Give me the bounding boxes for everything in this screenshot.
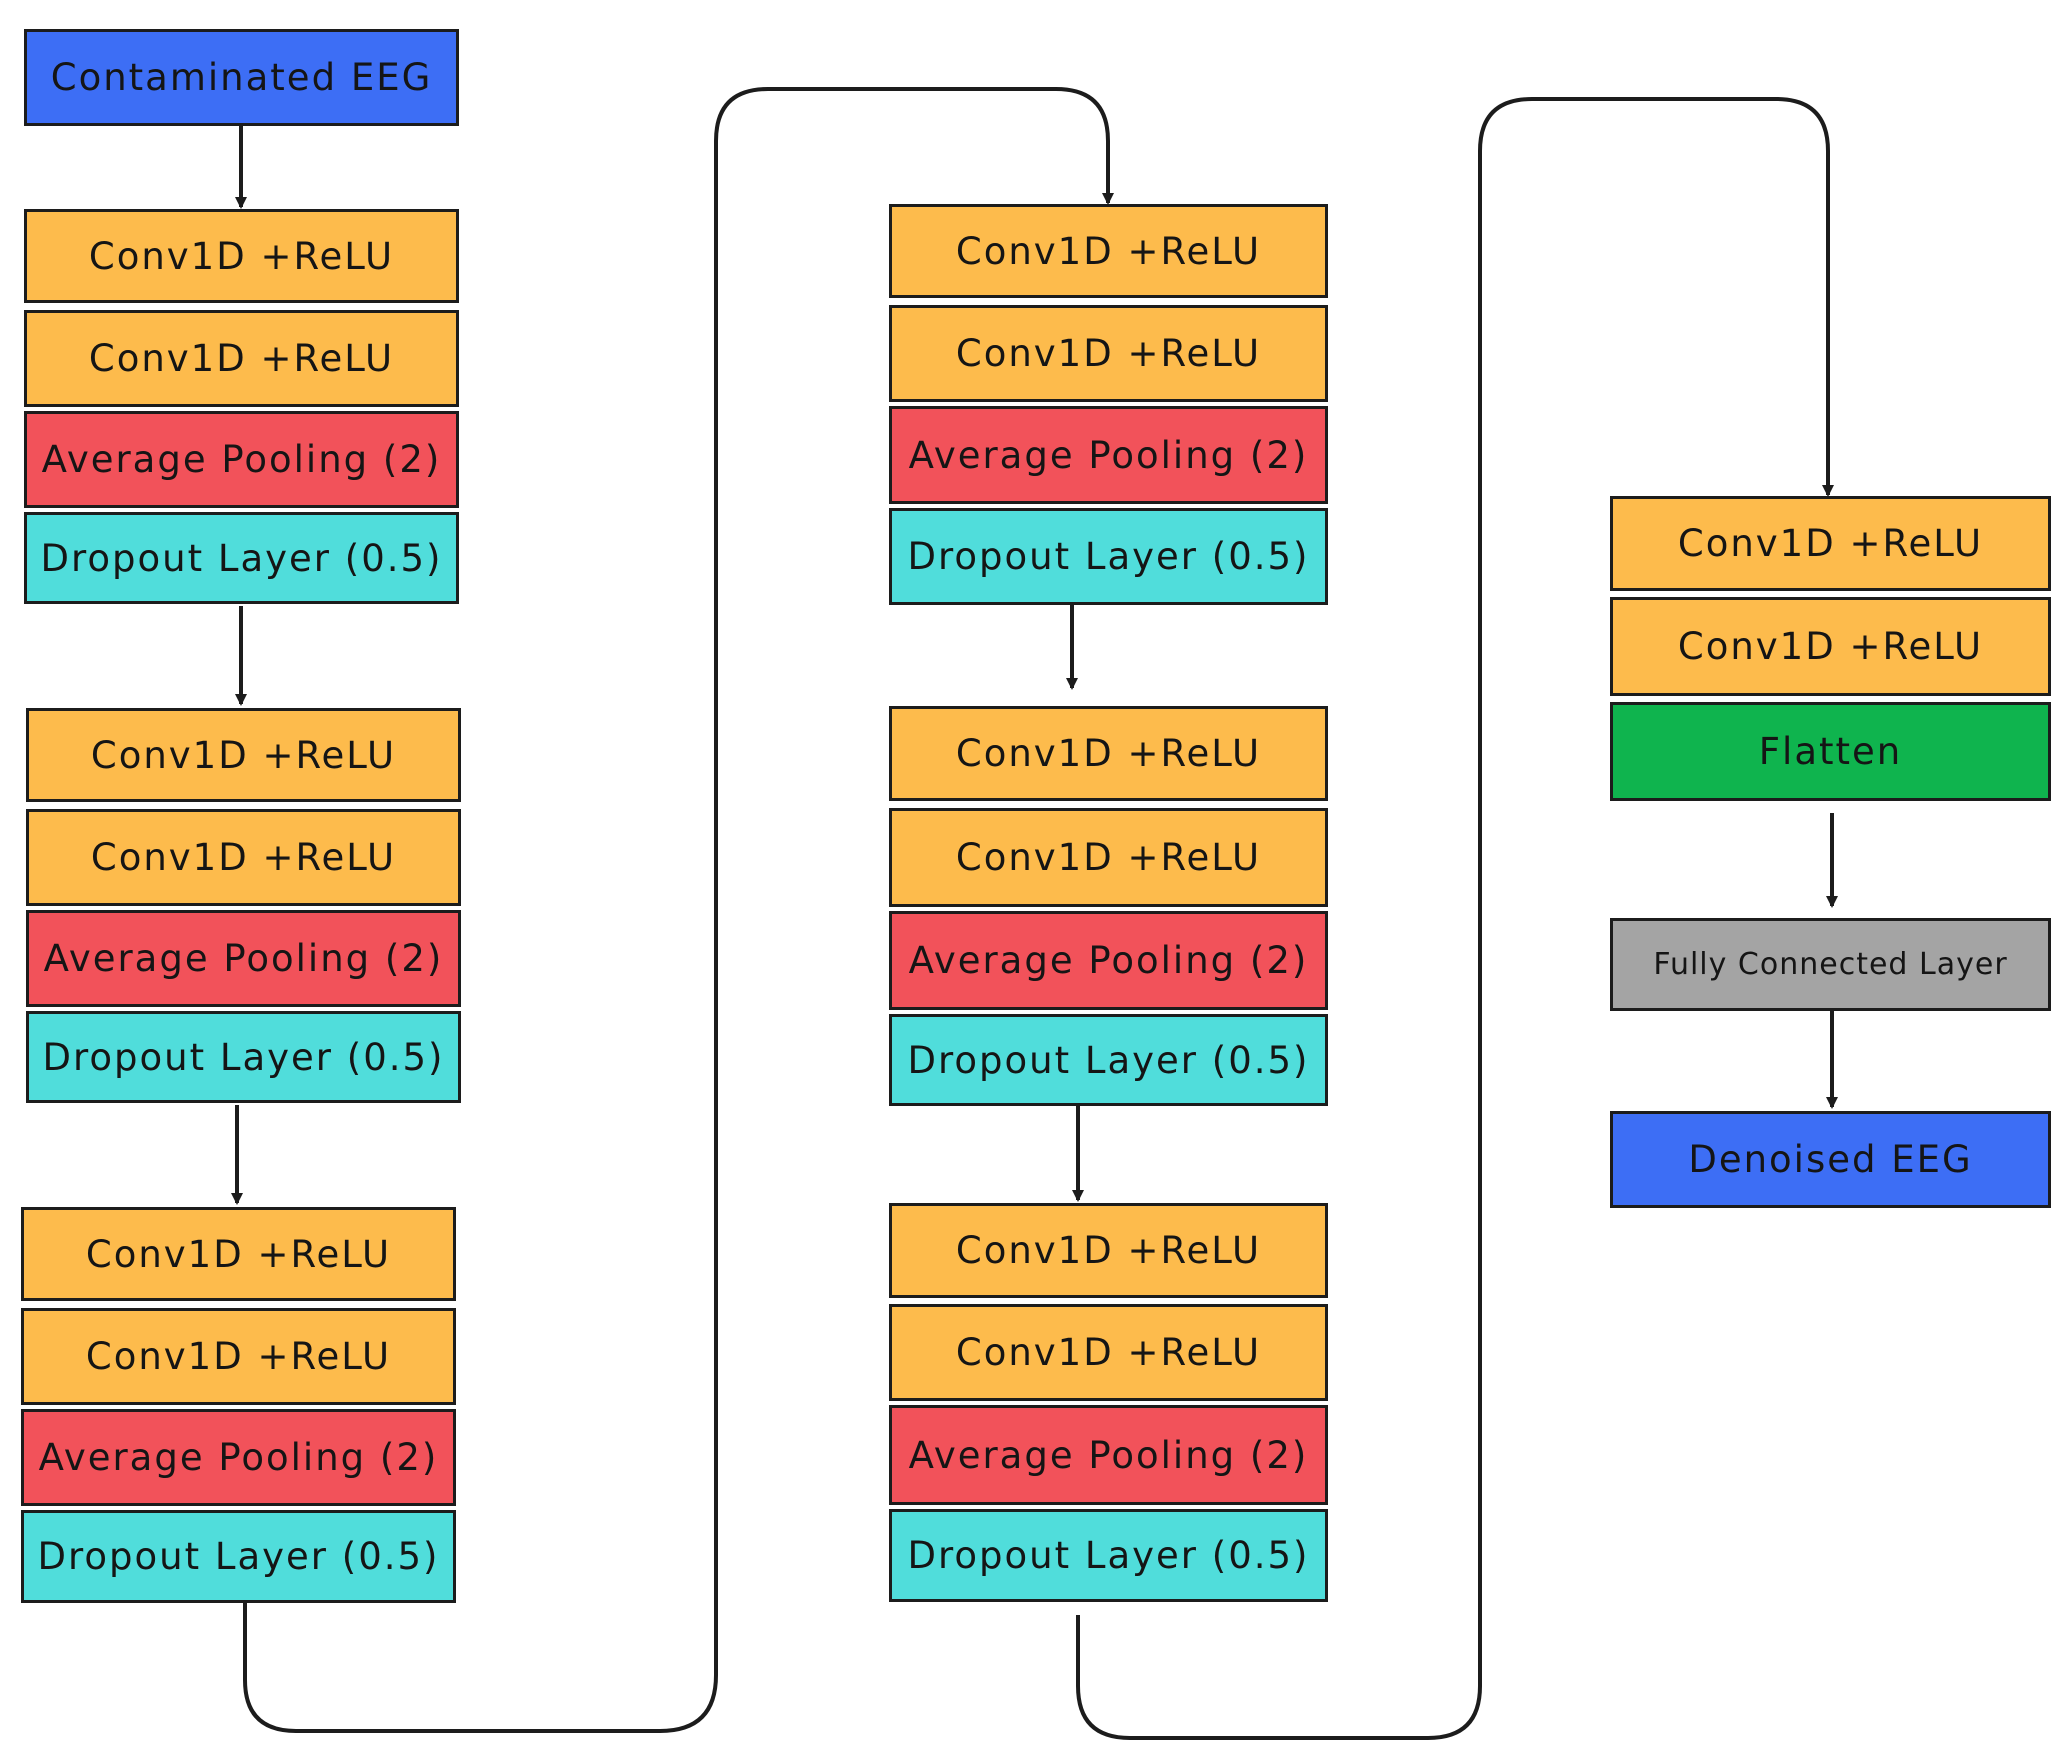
node-label: Contaminated EEG	[50, 56, 433, 99]
node-label: Conv1D +ReLU	[955, 332, 1262, 375]
node-conv1d-relu: Conv1D +ReLU	[889, 305, 1328, 402]
node-label: Conv1D +ReLU	[1677, 625, 1984, 668]
node-conv1d-relu: Conv1D +ReLU	[24, 310, 459, 407]
node-flatten: Flatten	[1610, 702, 2051, 801]
node-conv1d-relu: Conv1D +ReLU	[889, 204, 1328, 298]
node-conv1d-relu: Conv1D +ReLU	[889, 1203, 1328, 1298]
node-conv1d-relu: Conv1D +ReLU	[1610, 496, 2051, 591]
node-conv1d-relu: Conv1D +ReLU	[889, 1304, 1328, 1401]
node-dropout-layer: Dropout Layer (0.5)	[889, 1014, 1328, 1106]
node-label: Average Pooling (2)	[908, 1433, 1309, 1477]
node-dropout-layer: Dropout Layer (0.5)	[24, 512, 459, 604]
node-contaminated-eeg: Contaminated EEG	[24, 29, 459, 126]
node-conv1d-relu: Conv1D +ReLU	[24, 209, 459, 303]
node-average-pooling: Average Pooling (2)	[889, 406, 1328, 504]
node-label: Denoised EEG	[1688, 1138, 1973, 1181]
node-conv1d-relu: Conv1D +ReLU	[889, 706, 1328, 801]
node-label: Average Pooling (2)	[41, 438, 442, 481]
node-label: Conv1D +ReLU	[90, 836, 397, 879]
node-label: Conv1D +ReLU	[88, 234, 395, 278]
node-denoised-eeg: Denoised EEG	[1610, 1111, 2051, 1208]
connector-block3-to-block4	[243, 87, 1114, 1733]
node-label: Dropout Layer (0.5)	[37, 1535, 440, 1578]
node-label: Average Pooling (2)	[43, 937, 444, 980]
node-label: Average Pooling (2)	[908, 939, 1309, 982]
node-average-pooling: Average Pooling (2)	[21, 1409, 456, 1506]
node-label: Conv1D +ReLU	[85, 1335, 392, 1378]
node-conv1d-relu: Conv1D +ReLU	[889, 808, 1328, 907]
node-label: Conv1D +ReLU	[1677, 522, 1984, 565]
node-dropout-layer: Dropout Layer (0.5)	[889, 508, 1328, 605]
node-average-pooling: Average Pooling (2)	[889, 1405, 1328, 1505]
node-label: Conv1D +ReLU	[955, 229, 1262, 273]
node-average-pooling: Average Pooling (2)	[26, 910, 461, 1007]
node-label: Dropout Layer (0.5)	[40, 536, 443, 580]
node-average-pooling: Average Pooling (2)	[889, 911, 1328, 1010]
node-label: Conv1D +ReLU	[955, 732, 1262, 775]
node-conv1d-relu: Conv1D +ReLU	[26, 809, 461, 906]
node-label: Conv1D +ReLU	[85, 1232, 392, 1276]
node-conv1d-relu: Conv1D +ReLU	[26, 708, 461, 802]
node-conv1d-relu: Conv1D +ReLU	[21, 1308, 456, 1405]
node-dropout-layer: Dropout Layer (0.5)	[26, 1011, 461, 1103]
node-conv1d-relu: Conv1D +ReLU	[21, 1207, 456, 1301]
node-label: Conv1D +ReLU	[955, 1229, 1262, 1272]
connector-block6-to-final	[1076, 97, 1834, 1740]
node-average-pooling: Average Pooling (2)	[24, 411, 459, 508]
node-label: Average Pooling (2)	[908, 433, 1309, 477]
node-label: Fully Connected Layer	[1653, 947, 2008, 982]
node-label: Average Pooling (2)	[38, 1436, 439, 1479]
node-label: Dropout Layer (0.5)	[907, 535, 1310, 578]
node-dropout-layer: Dropout Layer (0.5)	[889, 1509, 1328, 1602]
node-label: Dropout Layer (0.5)	[42, 1035, 445, 1079]
node-label: Conv1D +ReLU	[955, 1331, 1262, 1374]
node-label: Conv1D +ReLU	[955, 836, 1262, 879]
node-dropout-layer: Dropout Layer (0.5)	[21, 1510, 456, 1603]
node-fully-connected-layer: Fully Connected Layer	[1610, 918, 2051, 1011]
node-conv1d-relu: Conv1D +ReLU	[1610, 597, 2051, 696]
node-label: Conv1D +ReLU	[88, 337, 395, 380]
node-label: Dropout Layer (0.5)	[907, 1534, 1310, 1577]
node-label: Flatten	[1758, 730, 1903, 773]
node-label: Dropout Layer (0.5)	[907, 1038, 1310, 1082]
node-label: Conv1D +ReLU	[90, 733, 397, 777]
